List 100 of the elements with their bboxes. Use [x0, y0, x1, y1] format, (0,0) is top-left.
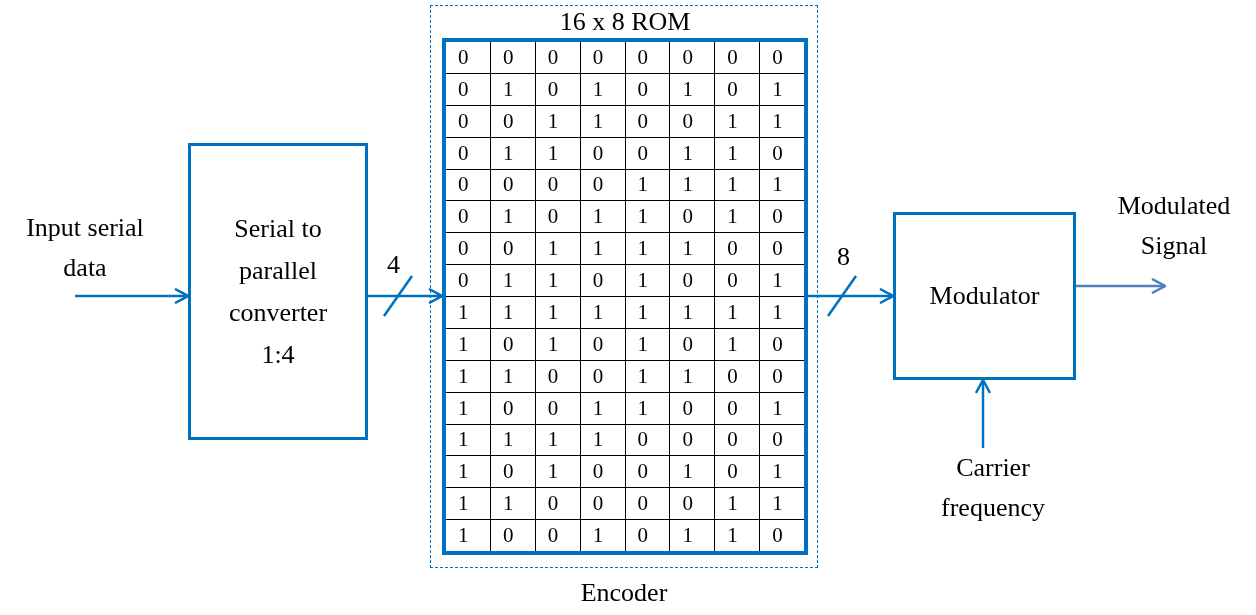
bit-value: 1 [458, 461, 469, 483]
bit-value: 0 [772, 429, 783, 451]
bit-value: 0 [547, 365, 559, 387]
bit-value: 0 [772, 238, 783, 260]
bit-value: 0 [502, 46, 514, 68]
bit-value: 0 [547, 397, 559, 419]
bit-value: 0 [458, 270, 469, 292]
bit-value: 0 [458, 110, 469, 132]
bit-value: 1 [637, 174, 648, 196]
bit-value: 1 [458, 429, 469, 451]
bit-value: 0 [458, 142, 469, 164]
bit-value: 0 [458, 46, 469, 68]
arrow [974, 378, 992, 448]
bit-value: 1 [637, 301, 648, 323]
bit-value: 1 [592, 525, 604, 547]
bit-value: 0 [682, 333, 693, 355]
bit-value: 1 [637, 365, 648, 387]
bit-value: 0 [547, 525, 559, 547]
bit-value: 0 [502, 525, 514, 547]
bit-value: 1 [592, 78, 604, 100]
bit-value: 0 [727, 270, 738, 292]
bit-value: 1 [727, 142, 738, 164]
bit-value: 0 [592, 333, 604, 355]
bit-value: 0 [727, 461, 738, 483]
bit-value: 0 [502, 174, 514, 196]
bit-value: 1 [772, 397, 783, 419]
process-box [893, 212, 1076, 380]
bit-value: 0 [592, 46, 604, 68]
bit-value: 1 [502, 429, 514, 451]
bit-value: 1 [682, 174, 693, 196]
bit-value: 0 [772, 46, 783, 68]
signal-label: Modulated Signal [1116, 190, 1232, 262]
bit-value: 1 [682, 142, 693, 164]
bit-value: 0 [772, 206, 783, 228]
bit-value: 1 [547, 461, 559, 483]
bit-value: 0 [727, 46, 738, 68]
bit-value: 1 [502, 78, 514, 100]
bit-value: 0 [772, 365, 783, 387]
bit-value: 1 [458, 525, 469, 547]
bit-value: 0 [547, 174, 559, 196]
bit-value: 0 [592, 461, 604, 483]
bit-value: 1 [727, 301, 738, 323]
signal-label: Carrier frequency [940, 452, 1046, 524]
process-box [188, 143, 368, 440]
bit-value: 1 [727, 493, 738, 515]
bit-value: 0 [502, 397, 514, 419]
group-label: Encoder [579, 580, 669, 606]
bit-value: 0 [547, 206, 559, 228]
bit-value: 0 [637, 110, 648, 132]
bit-value: 1 [727, 206, 738, 228]
bit-value: 0 [458, 174, 469, 196]
table-title: 16 x 8 ROM [559, 6, 691, 38]
bit-value: 0 [727, 238, 738, 260]
bit-value: 1 [547, 301, 559, 323]
bit-value: 1 [637, 397, 648, 419]
bit-value: 1 [458, 333, 469, 355]
bit-value: 0 [592, 174, 604, 196]
bit-value: 1 [458, 493, 469, 515]
bit-value: 1 [502, 365, 514, 387]
bit-value: 0 [637, 525, 648, 547]
bit-value: 1 [772, 270, 783, 292]
bit-value: 1 [637, 333, 648, 355]
bit-value: 0 [727, 397, 738, 419]
bit-value: 0 [547, 493, 559, 515]
bit-value: 0 [637, 46, 648, 68]
bit-value: 1 [502, 301, 514, 323]
bit-value: 1 [592, 206, 604, 228]
bit-value: 1 [547, 110, 559, 132]
bit-value: 1 [772, 174, 783, 196]
bit-value: 1 [592, 110, 604, 132]
bit-value: 1 [458, 365, 469, 387]
bit-value: 1 [458, 397, 469, 419]
bit-value: 1 [502, 206, 514, 228]
bit-value: 0 [547, 78, 559, 100]
bit-value: 0 [458, 206, 469, 228]
arrow [808, 287, 895, 305]
bit-value: 1 [502, 142, 514, 164]
bit-value: 0 [682, 270, 693, 292]
bit-value: 0 [592, 493, 604, 515]
bit-value: 1 [547, 333, 559, 355]
bit-value: 0 [682, 493, 693, 515]
bit-value: 0 [637, 142, 648, 164]
bit-value: 0 [592, 270, 604, 292]
bit-value: 1 [547, 238, 559, 260]
bit-value: 0 [727, 429, 738, 451]
bit-value: 1 [772, 493, 783, 515]
bit-value: 0 [637, 461, 648, 483]
signal-label: Input serial data [25, 212, 145, 284]
bit-value: 1 [592, 301, 604, 323]
bit-value: 1 [772, 301, 783, 323]
bit-value: 1 [682, 365, 693, 387]
bit-value: 1 [637, 238, 648, 260]
bit-value: 1 [727, 110, 738, 132]
bit-value: 0 [458, 238, 469, 260]
bit-value: 0 [727, 78, 738, 100]
bit-value: 0 [727, 365, 738, 387]
bit-value: 1 [682, 78, 693, 100]
bit-value: 1 [682, 525, 693, 547]
bit-value: 0 [682, 46, 693, 68]
bit-value: 1 [772, 110, 783, 132]
